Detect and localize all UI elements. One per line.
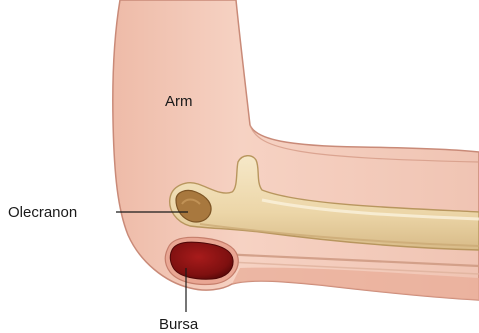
bursa-label: Bursa: [159, 316, 199, 333]
bursa-sac: [170, 242, 233, 279]
arm-label: Arm: [165, 93, 193, 110]
olecranon-label: Olecranon: [8, 204, 77, 221]
